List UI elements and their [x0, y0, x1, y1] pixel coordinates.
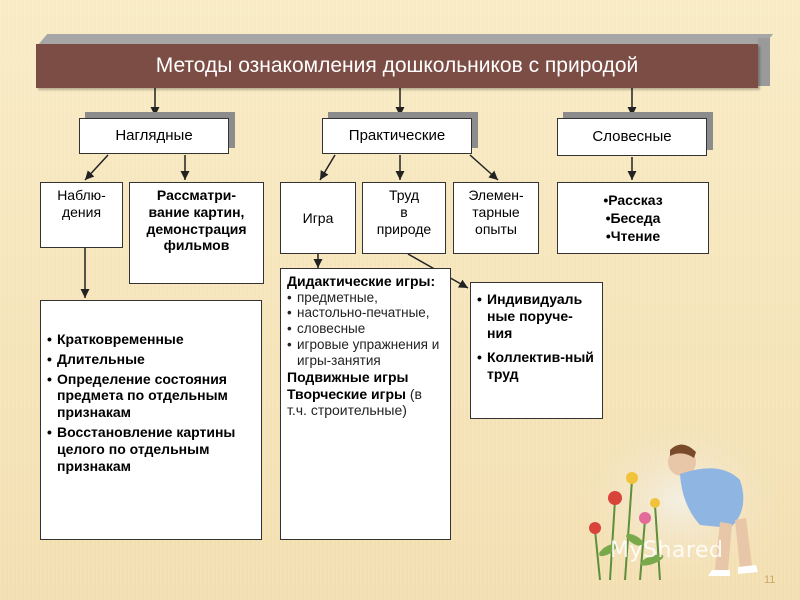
observation-type-state: Определение состояния предмета по отдель… — [47, 371, 255, 421]
didactic-item-board: настольно-печатные, — [287, 305, 444, 321]
didactic-games-list: предметные, настольно-печатные, словесны… — [287, 290, 444, 370]
arrow-practical-game — [319, 154, 336, 181]
observation-type-short: Кратковременные — [47, 331, 255, 348]
method-game: Игра — [280, 182, 356, 254]
observation-type-long: Длительные — [47, 351, 255, 368]
method-labor: Труд в природе — [362, 182, 446, 254]
verbal-item-conversation: •Беседа — [605, 209, 661, 226]
title-bar-side — [758, 38, 770, 86]
labor-types-box: Индивидуаль ные поруче-ния Коллектив-ный… — [470, 282, 603, 419]
page-title: Методы ознакомления дошкольников с приро… — [36, 44, 758, 88]
games-box: Дидактические игры: предметные, настольн… — [280, 268, 451, 540]
experiments-line-2: тарные — [472, 203, 520, 220]
watermark: MyShared — [610, 538, 724, 563]
observation-types-list: Кратковременные Длительные Определение с… — [47, 331, 255, 474]
mobile-games: Подвижные игры — [287, 369, 409, 386]
arrow-visual-observation — [84, 154, 109, 181]
didactic-games-heading: Дидактические игры: — [287, 273, 436, 289]
creative-games-note: (в т.ч. строительные) — [287, 385, 422, 419]
labor-type-collective: Коллектив-ный труд — [477, 349, 596, 383]
experiments-line-3: опыты — [475, 220, 517, 237]
arrow-practical-experiments — [469, 154, 499, 181]
observation-types-box: Кратковременные Длительные Определение с… — [40, 300, 262, 540]
observation-line-2: дения — [61, 203, 102, 220]
viewing-line-4: фильмов — [163, 237, 230, 254]
creative-games: Творческие игры — [287, 385, 406, 402]
labor-line-2: в — [400, 203, 408, 220]
labor-types-list: Индивидуаль ные поруче-ния Коллектив-ный… — [477, 291, 596, 383]
viewing-line-3: демонстрация — [146, 220, 247, 237]
labor-type-individual: Индивидуаль ные поруче-ния — [477, 291, 596, 341]
verbal-methods-list: •Рассказ •Беседа •Чтение — [557, 182, 709, 254]
method-observation: Наблю- дения — [40, 182, 123, 248]
viewing-line-1: Рассматри- — [156, 187, 237, 203]
method-viewing: Рассматри- вание картин, демонстрация фи… — [129, 182, 264, 284]
observation-line-1: Наблю- — [57, 187, 106, 203]
verbal-item-reading: •Чтение — [605, 228, 661, 245]
category-practical: Практические — [322, 118, 472, 154]
category-verbal: Словесные — [557, 118, 707, 156]
didactic-item-exercises: игровые упражнения и игры-занятия — [287, 337, 444, 369]
slide-number: 11 — [764, 574, 776, 586]
verbal-item-story: •Рассказ — [603, 191, 663, 208]
didactic-item-verbal: словесные — [287, 321, 444, 337]
experiments-line-1: Элемен- — [468, 187, 524, 203]
didactic-item-object: предметные, — [287, 290, 444, 306]
viewing-line-2: вание картин, — [148, 203, 245, 220]
child-with-flowers-image — [575, 415, 780, 580]
labor-line-3: природе — [376, 220, 432, 237]
method-experiments: Элемен- тарные опыты — [453, 182, 539, 254]
title-bar-depth — [38, 34, 774, 44]
labor-line-1: Труд — [388, 187, 420, 203]
observation-type-restore: Восстановление картины целого по отдельн… — [47, 424, 255, 474]
category-visual: Наглядные — [79, 118, 229, 154]
